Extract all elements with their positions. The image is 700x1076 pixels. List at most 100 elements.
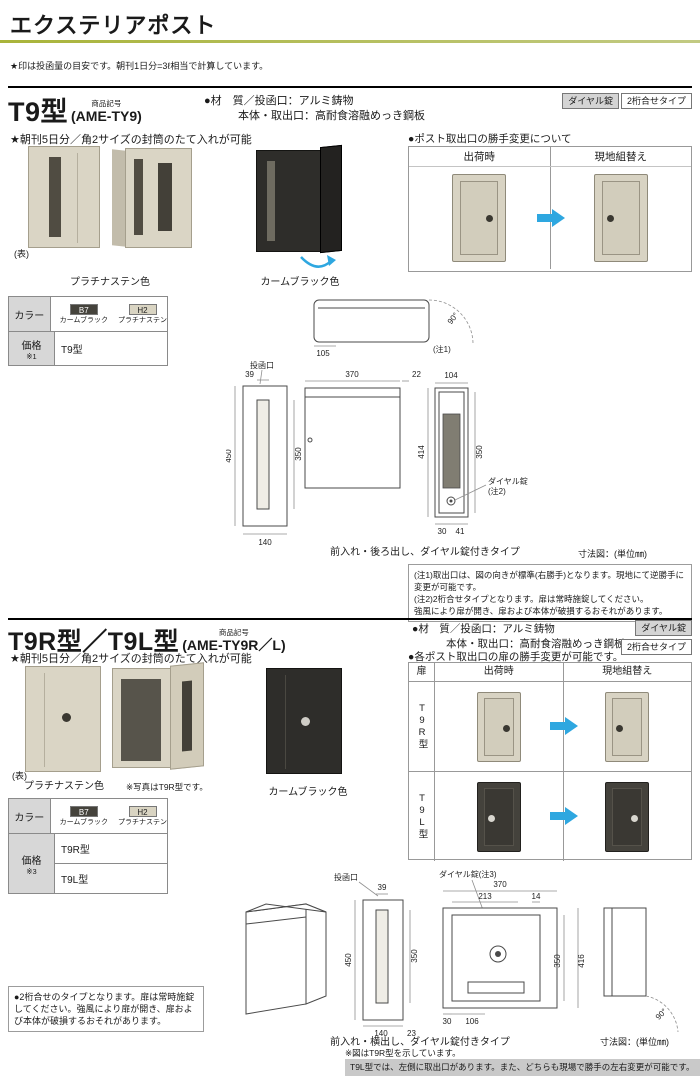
handing-col-onsite: 現地組替え [549,147,692,166]
dim-bottom-right: 41 [456,527,465,536]
spec-tags: ダイヤル錠 2桁合せタイプ [562,93,692,109]
handing-row-t9l: T9L型 [409,771,691,861]
inner-cavity [121,679,161,761]
dim-depth: 105 [316,349,330,358]
front-view-label: (表) [14,249,29,259]
page-title: エクステリアポスト [10,13,217,38]
slot-label: 投函口 [334,872,358,882]
handing-body [409,167,691,269]
door-view: 104 414 350 30 41 ダイヤル錠 (注2) [417,371,528,536]
dim-edge: 14 [532,892,541,901]
color-chip-h2: H2 プラチナステン [118,805,167,827]
note-line: (注1)取出口は、図の向きが標準(右勝手)となります。現地にて逆勝手に変更が可能… [414,570,684,592]
section1-notes: (注1)取出口は、図の向きが標準(右勝手)となります。現地にて逆勝手に変更が可能… [408,564,692,622]
price-model-cell: T9型 [61,345,83,356]
dial-lock [487,814,495,822]
dial-lock [62,713,71,722]
top-view: 105 90° (注1) [313,299,474,358]
door-col-header: 扉 [409,663,435,681]
material-line-1: ●材 質／投函口：アルミ鋳物 [412,623,555,635]
t9r-shipping-cell [435,682,563,771]
dial-lock [301,717,310,726]
onsite-col-header: 現地組替え [562,663,692,681]
color-chip-b7: B7 カームブラック [59,805,108,827]
chip-name: プラチナステン [118,316,167,324]
dial-lock-tag: ダイヤル錠 [562,93,619,109]
chip-name: カームブラック [59,818,108,826]
dim-offset: 23 [407,1029,416,1038]
mailbox-photo-black [266,668,342,774]
takeout-door [612,697,643,756]
door-swing-arrow-icon [300,255,336,268]
dim-door-height: 414 [417,445,426,459]
usage-note: ★印は投函量の目安です。朝刊1日分=3ℓ相当で計算しています。 [10,61,269,71]
color-chip-h2: H2 プラチナステン [118,303,167,325]
t9l-shipping-cell [435,772,563,861]
open-door [320,144,342,254]
handing-table-title: ●各ポスト取出口の扉の勝手変更が可能です。 [408,651,624,663]
dimension-drawing-t9: 105 90° (注1) 投函口 39 450 350 140 370 22 [226,299,528,547]
product-code-label: 商品記号 [218,628,249,637]
handing-row-t9r: T9R型 [409,681,691,771]
panel-seam [44,673,45,767]
model-name: T9R型／T9L型 [8,628,180,656]
model-code: (AME-TY9) [71,108,142,124]
section1-title: T9型商品記号(AME-TY9) [8,90,142,129]
material-line-2: 本体・取出口：高耐食溶融めっき鋼板 [446,638,625,650]
mailbox-photo [476,781,521,852]
chip-code: H2 [128,303,157,315]
color-row: カラー B7 カームブラック H2 プラチナステン [9,297,167,331]
handing-header: 出荷時 現地組替え [409,147,691,167]
mailbox-photo-open-door [112,662,212,772]
chip-code: B7 [69,303,98,315]
lock-type-tag: 2桁合せタイプ [620,93,692,109]
row-label-t9l: T9L型 [409,772,435,861]
door-window [182,680,192,752]
dial-lock [486,215,494,222]
chip-code: B7 [69,805,98,817]
photo-caption-black: カームブラック色 [260,277,340,288]
dim-slot-height: 350 [410,949,419,963]
handing-change-table: 扉 出荷時 現地組替え T9R型 T9L型 [408,662,692,861]
iso-view [245,903,327,1015]
mailbox-photo-front [28,146,100,248]
photo-caption-platinum: プラチナステン色 [24,781,104,792]
arrow-right-icon [537,209,565,227]
mail-slot [134,159,143,235]
color-row: カラー B7 カームブラック H2 プラチナステン [9,799,167,833]
side-view: 90° [603,907,679,1033]
color-chips: B7 カームブラック H2 プラチナステン [51,799,167,833]
note-line: 強風により扉が開き、扉および本体が破損するおそれがあります。 [414,606,668,616]
dim-total-height: 416 [577,954,586,968]
t9l-onsite-cell [562,772,692,861]
mailbox-body [112,668,176,768]
dial-lock [631,814,639,822]
panel-seam [285,675,286,769]
mailbox-photo-angled [112,148,194,248]
lock-callout-label: ダイヤル錠(注3) [439,869,497,879]
mailbox-photo [605,781,650,852]
panel-seam [77,153,78,243]
color-chip-b7: B7 カームブラック [59,303,108,325]
section1-rule [8,86,692,88]
chip-name: カームブラック [59,316,108,324]
mailbox-photo [452,174,507,262]
price-rows: 価格 ※3 T9R型 T9L型 [9,833,167,893]
dim-door-height: 350 [553,954,562,968]
photo-note: ※写真はT9R型です。 [126,782,208,792]
dim-width: 140 [258,538,272,547]
dim-door-panel: 350 [475,445,484,459]
dim-door-width: 104 [444,371,458,380]
handing-col-shipping: 出荷時 [463,151,496,163]
feature-note: ★朝刊5日分／角2サイズの封筒のたて入れが可能 [10,653,252,665]
material-line-2: 本体・取出口：高耐食溶融めっき鋼板 [238,110,425,122]
lock-callout-label: ダイヤル錠 [488,476,528,486]
unit-note: 寸法図：(単位㎜) [600,1037,669,1047]
footnote-t9l-bar: T9L型では、左側に取出口があります。また、どちらも現場で勝手の左右変更が可能で… [345,1059,700,1076]
product-code-label: 商品記号 [91,99,122,108]
mailbox-side-face [112,149,126,247]
drawing-caption: 前入れ・横出し、ダイヤル錠付きタイプ [330,1037,510,1048]
dim-body-width: 370 [345,370,359,379]
handing-cell-shipping [409,167,550,269]
mail-slot [49,157,61,237]
